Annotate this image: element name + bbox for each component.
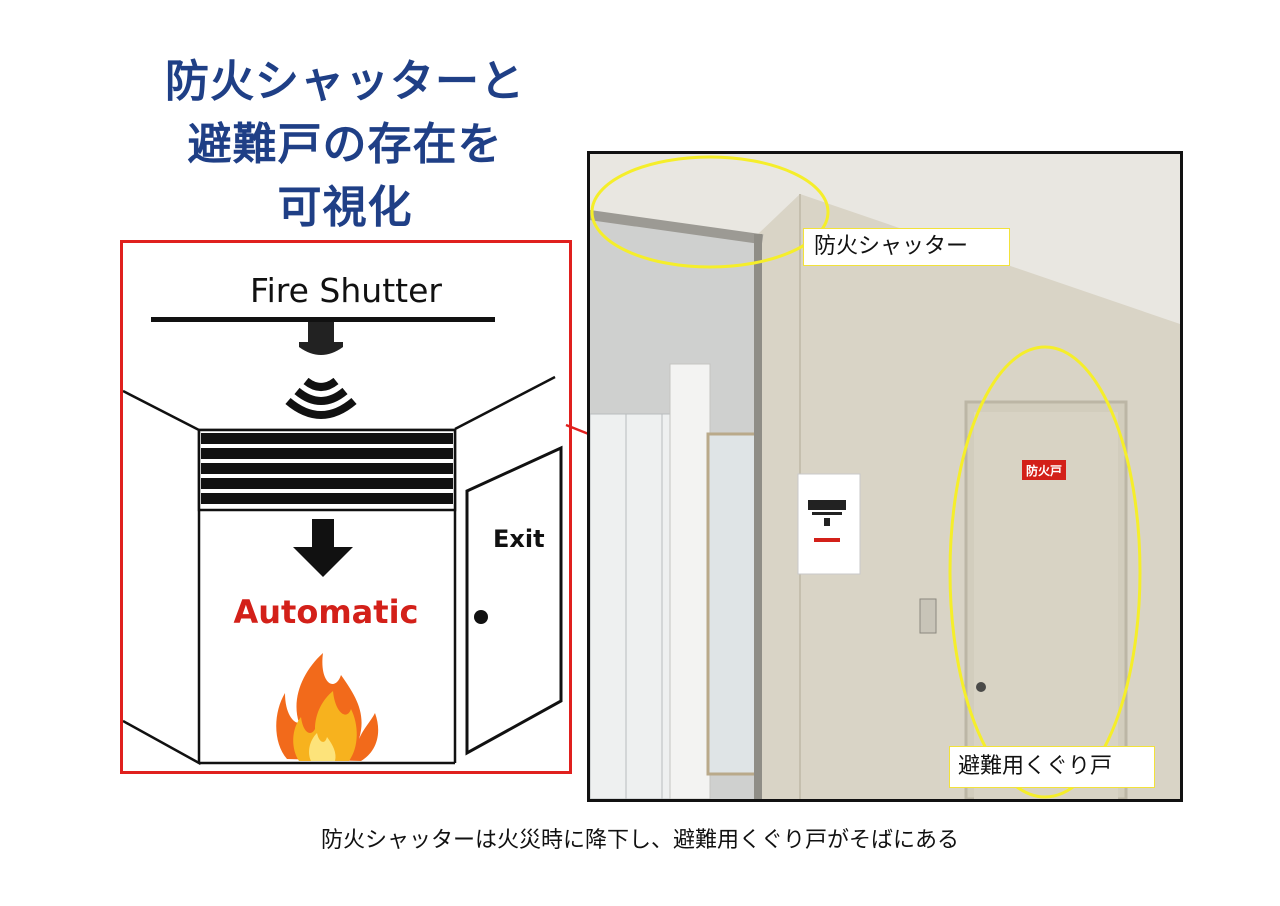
fire-shutter-illustration: Fire Shutter Exit Automatic — [120, 240, 572, 774]
caption: 防火シャッターは火災時に降下し、避難用くぐり戸がそばにある — [320, 828, 959, 853]
callout-fire-shutter: 防火シャッター — [803, 228, 1010, 266]
evacuation-door — [964, 400, 1128, 799]
shutter-rail — [590, 209, 764, 245]
page-title: 防火シャッターと 避難戸の存在を 可視化 — [120, 50, 570, 239]
ceiling-sensor-icon — [299, 322, 343, 355]
title-line-3: 可視化 — [277, 182, 413, 233]
shutter-highlight — [590, 155, 830, 269]
door-sign-background — [1022, 460, 1066, 480]
exit-door — [465, 445, 563, 756]
door-sign-text: 防火戸 — [1026, 463, 1062, 478]
photo-drawing: 防火戸 — [590, 154, 1180, 799]
ceiling — [590, 154, 1180, 324]
illustration-drawing — [123, 317, 563, 766]
ceiling-rail — [151, 317, 495, 322]
title-line-1: 防火シャッターと — [165, 56, 525, 107]
door-handle-icon — [976, 682, 986, 692]
light-switch — [919, 598, 937, 634]
exit-label: Exit — [493, 525, 545, 553]
door-highlight — [948, 345, 1142, 799]
corridor-photo: 防火戸 防火シャッター 避難用くぐり戸 — [587, 151, 1183, 802]
flame-icon — [276, 653, 379, 761]
down-arrow-icon — [293, 519, 353, 577]
fire-shutter-label: Fire Shutter — [250, 271, 442, 310]
callout-evacuation-door: 避難用くぐり戸 — [949, 746, 1155, 788]
automatic-label: Automatic — [233, 593, 419, 631]
shutter-guide — [754, 234, 762, 799]
corridor-window — [706, 432, 758, 776]
fire-shutter-sign — [797, 473, 861, 575]
wireless-signal-icon — [285, 377, 357, 419]
door-knob-icon — [474, 610, 488, 624]
title-line-2: 避難戸の存在を — [187, 119, 503, 170]
lockers — [590, 363, 711, 799]
shutter-slats — [197, 428, 457, 512]
